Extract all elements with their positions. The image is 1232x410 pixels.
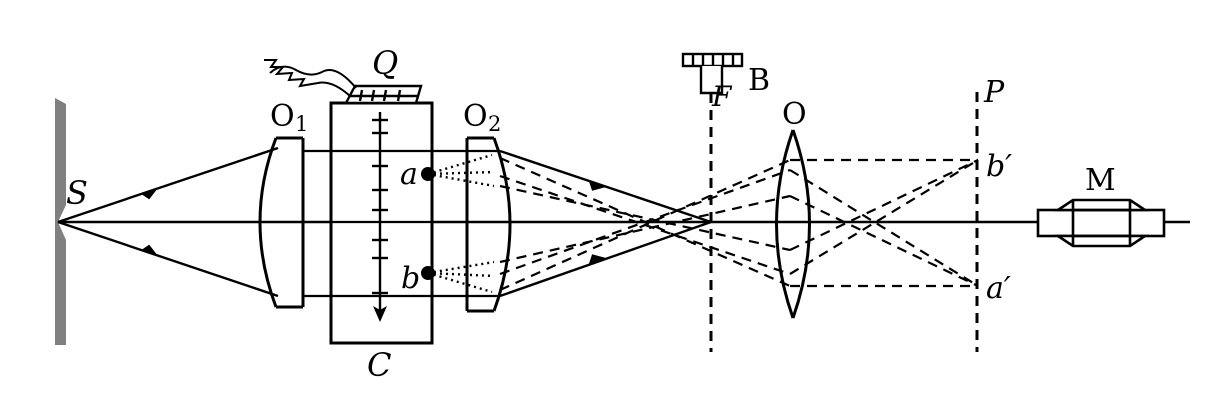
electrode-wires (264, 59, 357, 97)
label-lens3: O (782, 97, 807, 132)
wire-1 (264, 59, 351, 97)
label-image-a: a′ (986, 271, 1011, 306)
label-image-b: b′ (986, 149, 1012, 184)
lower-ray (57, 220, 279, 298)
scale-arrow (373, 306, 387, 322)
knife-edge-b (681, 52, 744, 95)
source-rays (57, 146, 279, 298)
lens-o2 (465, 136, 512, 313)
arrow-lower (140, 244, 158, 256)
wire-2 (269, 65, 357, 89)
lens-o (775, 129, 811, 319)
label-point-b: b (401, 261, 420, 296)
ray-arrows (140, 188, 158, 256)
quartz-plate (344, 84, 423, 105)
label-lens1-sub: 1 (295, 112, 308, 136)
converging-arrows (588, 181, 606, 264)
label-knife: B (748, 63, 770, 98)
label-screen: P (983, 75, 1005, 110)
upper-ray (57, 146, 279, 224)
source-slit (55, 98, 66, 345)
dotted-rays (427, 153, 495, 294)
label-lens1: O (270, 99, 295, 134)
label-lens2-sub: 2 (488, 112, 501, 136)
label-microscope: M (1085, 163, 1116, 198)
label-cell: Q (372, 44, 398, 82)
scale-ticks (372, 118, 388, 295)
quartz-cell-q (344, 84, 423, 105)
microscope-m (1036, 198, 1166, 248)
dashed-rays-to-o (499, 156, 791, 292)
labels: S Q C O 1 O 2 B F O P a b b′ a′ M (66, 44, 1116, 384)
label-source: S (66, 174, 88, 212)
trough-c (329, 101, 434, 345)
lens-o1-curve (258, 137, 278, 308)
arrow-upper (140, 188, 158, 200)
dashed-rays-to-screen (789, 158, 979, 288)
label-trough: C (367, 346, 391, 384)
lens-o1 (258, 136, 305, 309)
label-point-a: a (400, 157, 418, 192)
label-lens2: O (463, 99, 488, 134)
slit-screen (55, 98, 66, 345)
label-focus: F (711, 80, 733, 113)
